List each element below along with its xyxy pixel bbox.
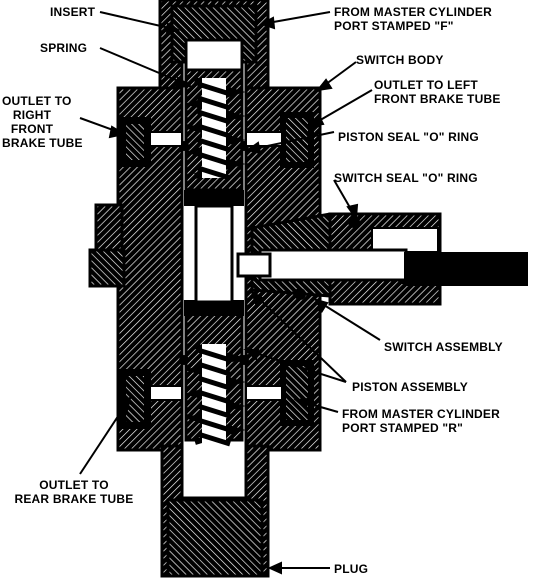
label-outlet-right-front-line2: RIGHT: [12, 108, 52, 122]
switch-assembly-shape: [236, 212, 528, 306]
label-outlet-right-front-line1: OUTLET TO: [2, 94, 72, 108]
label-outlet-rear-line1: OUTLET TO: [39, 478, 109, 492]
label-piston-seal: PISTON SEAL "O" RING: [338, 130, 479, 144]
label-outlet-right-front-line3: FRONT: [10, 122, 54, 136]
label-insert: INSERT: [50, 5, 96, 19]
switch-seal-o-ring: [348, 216, 360, 228]
label-piston-assembly: PISTON ASSEMBLY: [352, 380, 468, 394]
label-outlet-right-front-line4: BRAKE TUBE: [2, 136, 83, 150]
plug-shape: [166, 498, 264, 578]
label-from-master-f-line2: PORT STAMPED "F": [334, 19, 454, 33]
label-switch-seal: SWITCH SEAL "O" RING: [334, 171, 478, 185]
label-outlet-left-front-line1: OUTLET TO LEFT: [374, 78, 478, 92]
label-outlet-left-front-line2: FRONT BRAKE TUBE: [374, 92, 501, 106]
label-outlet-rear: OUTLET TO REAR BRAKE TUBE: [8, 478, 140, 506]
label-from-master-f-line1: FROM MASTER CYLINDER: [334, 5, 492, 19]
leader-lines: [79, 11, 381, 575]
label-from-master-r-line1: FROM MASTER CYLINDER: [342, 407, 500, 421]
label-outlet-left-front: OUTLET TO LEFT FRONT BRAKE TUBE: [374, 78, 501, 106]
label-plug: PLUG: [334, 562, 369, 576]
label-switch-body: SWITCH BODY: [356, 53, 444, 67]
label-spring: SPRING: [40, 41, 88, 55]
label-outlet-rear-line2: REAR BRAKE TUBE: [14, 492, 134, 506]
label-from-master-r-line2: PORT STAMPED "R": [342, 421, 464, 435]
label-from-master-f: FROM MASTER CYLINDER PORT STAMPED "F": [334, 5, 492, 33]
label-from-master-r: FROM MASTER CYLINDER PORT STAMPED "R": [342, 407, 500, 435]
label-outlet-right-front: OUTLET TO RIGHT FRONT BRAKE TUBE: [2, 94, 86, 150]
label-switch-assembly: SWITCH ASSEMBLY: [384, 340, 503, 354]
